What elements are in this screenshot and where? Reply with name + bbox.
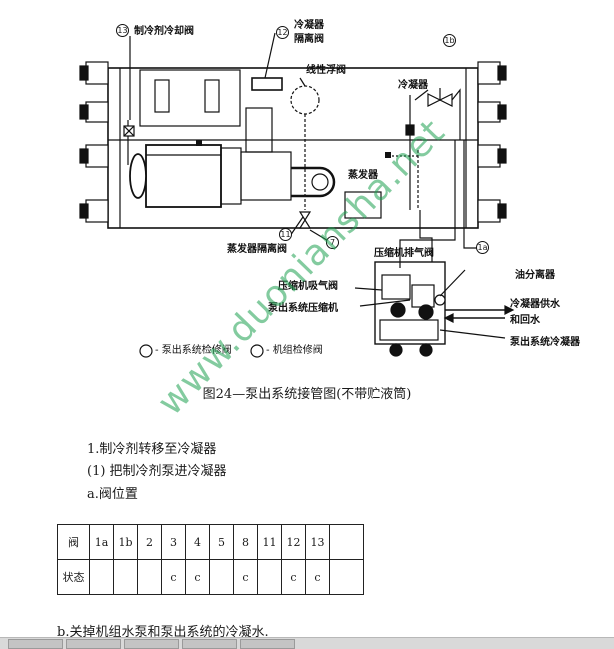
label-evaporator: 蒸发器 bbox=[348, 170, 378, 181]
table-cell: 状态 bbox=[57, 559, 90, 595]
label-condenser: 冷凝器 bbox=[398, 80, 428, 91]
table-cell: 阀 bbox=[57, 524, 90, 560]
toolbar-tab[interactable] bbox=[182, 639, 237, 649]
label-condenser-water-1: 冷凝器供水 bbox=[510, 299, 560, 310]
label-evaporator-isolation-valve: 蒸发器隔离阀 bbox=[227, 244, 287, 255]
label-oil-separator: 油分离器 bbox=[515, 270, 555, 281]
table-cell: c bbox=[161, 559, 186, 595]
table-cell: 2 bbox=[137, 524, 162, 560]
table-cell bbox=[89, 559, 114, 595]
table-cell bbox=[329, 524, 364, 560]
callout-1b: 1b bbox=[443, 34, 456, 47]
label-condenser-water-2: 和回水 bbox=[510, 315, 540, 326]
table-cell: 1b bbox=[113, 524, 138, 560]
legend-pumpout-service-valve: - 泵出系统检修阀 bbox=[155, 345, 232, 356]
callout-13: 13 bbox=[116, 24, 129, 37]
table-cell: 13 bbox=[305, 524, 330, 560]
legend-unit-service-valve: - 机组检修阀 bbox=[266, 345, 323, 356]
table-cell: 4 bbox=[185, 524, 210, 560]
label-condenser-isolation-1: 冷凝器 bbox=[294, 20, 324, 31]
table-cell bbox=[329, 559, 364, 595]
table-cell bbox=[257, 559, 282, 595]
toolbar-tab[interactable] bbox=[66, 639, 121, 649]
label-condenser-isolation-2: 隔离阀 bbox=[294, 34, 324, 45]
table-row: 阀 1a 1b 2 3 4 5 8 11 12 13 bbox=[57, 524, 364, 560]
section-heading-1-1b: b.关掉机组水泵和泵出系统的冷凝水. bbox=[57, 625, 269, 640]
callout-11: 11 bbox=[279, 228, 292, 241]
table-cell: 8 bbox=[233, 524, 258, 560]
table-cell bbox=[113, 559, 138, 595]
label-pumpout-compressor: 泵出系统压缩机 bbox=[268, 303, 338, 314]
table-cell: 3 bbox=[161, 524, 186, 560]
table-cell bbox=[137, 559, 162, 595]
toolbar-tab[interactable] bbox=[240, 639, 295, 649]
table-row: 状态 c c c c c bbox=[57, 559, 364, 595]
table-cell: c bbox=[281, 559, 306, 595]
table-cell bbox=[209, 559, 234, 595]
toolbar-tab[interactable] bbox=[124, 639, 179, 649]
section-heading-1-1a: a.阀位置 bbox=[87, 487, 138, 502]
label-refrigerant-cooling-valve: 制冷剂冷却阀 bbox=[134, 26, 194, 37]
table-cell: c bbox=[305, 559, 330, 595]
table-cell: c bbox=[233, 559, 258, 595]
callout-7: 7 bbox=[326, 236, 339, 249]
table-cell: 11 bbox=[257, 524, 282, 560]
table-cell: c bbox=[185, 559, 210, 595]
callout-12: 12 bbox=[276, 26, 289, 39]
callout-1a: 1a bbox=[476, 241, 489, 254]
table-cell: 12 bbox=[281, 524, 306, 560]
label-pumpout-condenser: 泵出系统冷凝器 bbox=[510, 337, 580, 348]
valve-position-table: 阀 1a 1b 2 3 4 5 8 11 12 13 状态 c c c c c bbox=[57, 524, 364, 595]
table-cell: 1a bbox=[89, 524, 114, 560]
label-compressor-discharge-valve: 压缩机排气阀 bbox=[374, 248, 434, 259]
pump-out-piping-diagram bbox=[79, 32, 515, 358]
section-heading-1-1: (1) 把制冷剂泵进冷凝器 bbox=[87, 464, 227, 479]
label-float-valve: 线性浮阀 bbox=[306, 65, 346, 76]
label-compressor-suction-valve: 压缩机吸气阀 bbox=[278, 281, 338, 292]
section-heading-1: 1.制冷剂转移至冷凝器 bbox=[87, 442, 217, 457]
toolbar-tab[interactable] bbox=[8, 639, 63, 649]
table-cell: 5 bbox=[209, 524, 234, 560]
figure-caption: 图24—泵出系统接管图(不带贮液筒) bbox=[202, 387, 412, 402]
